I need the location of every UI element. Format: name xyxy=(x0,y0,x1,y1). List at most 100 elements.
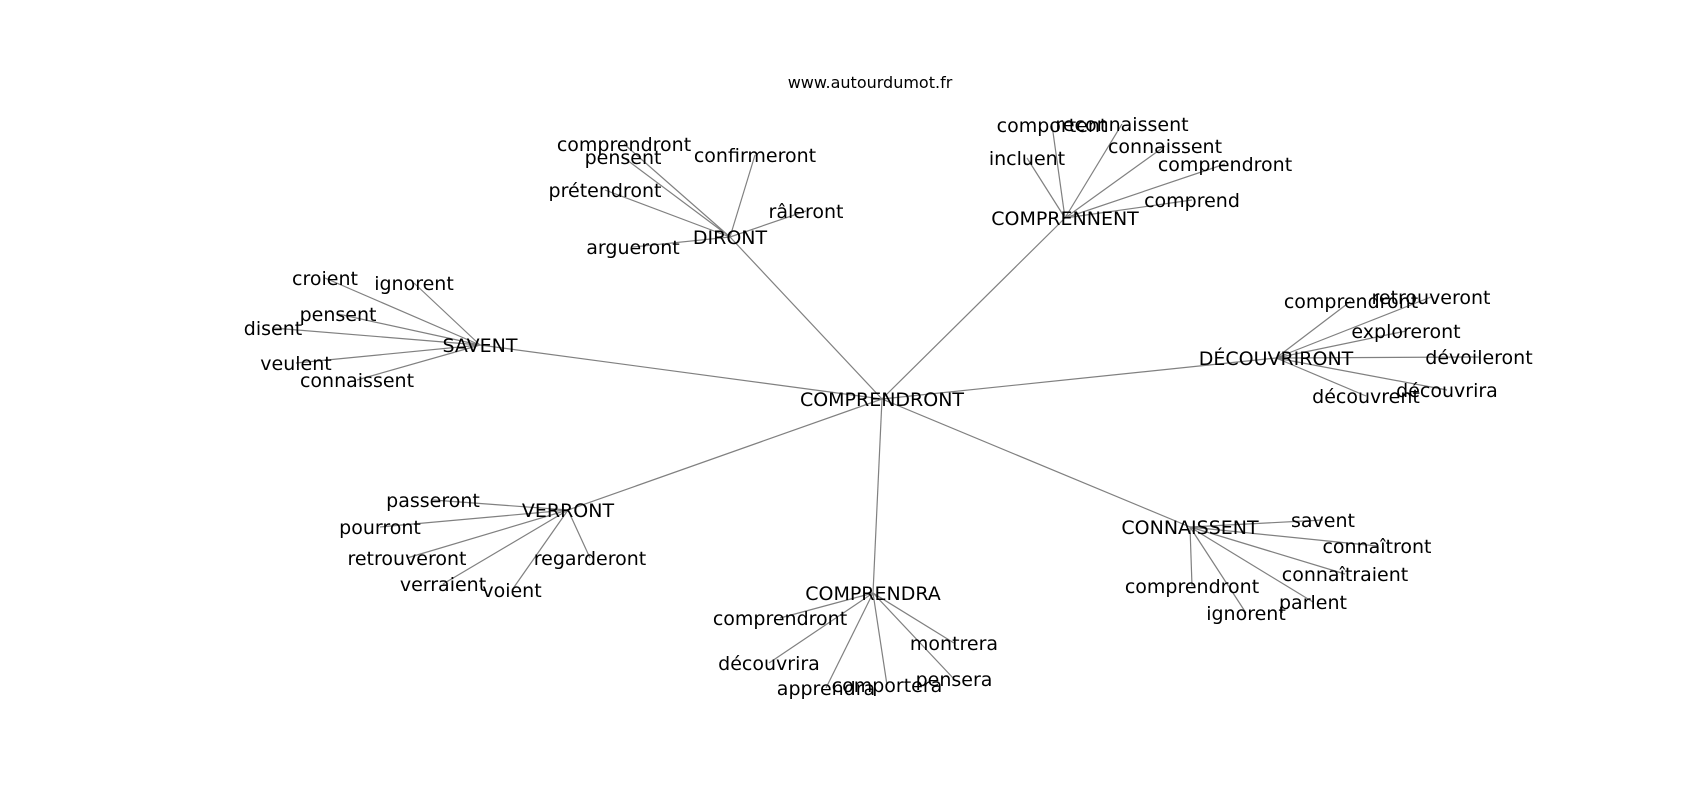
edge-hub-to-leaf xyxy=(413,282,481,346)
edge-center-to-hub xyxy=(872,398,883,594)
edge-hub-to-leaf xyxy=(1275,357,1448,391)
edges-layer xyxy=(272,123,1480,689)
edge-hub-to-leaf xyxy=(1189,526,1378,547)
leaf-node-label: pensent xyxy=(300,304,377,326)
edge-hub-to-leaf xyxy=(729,154,756,238)
edge-hub-to-leaf xyxy=(442,509,569,585)
edge-hub-to-leaf xyxy=(295,344,481,364)
edge-center-to-hub xyxy=(881,357,1277,400)
edge-hub-to-leaf xyxy=(1189,519,1324,528)
leaf-node-label: comprendront xyxy=(557,134,691,156)
leaf-node-label: confirmeront xyxy=(694,145,816,167)
leaf-node-label: comprendront xyxy=(1125,576,1259,598)
edge-center-to-hub xyxy=(729,236,883,400)
edge-hub-to-leaf xyxy=(604,189,731,238)
edge-hub-to-leaf xyxy=(432,499,569,511)
edge-hub-to-leaf xyxy=(1064,123,1123,219)
edge-hub-to-leaf xyxy=(872,592,955,680)
leaf-node-label: comprendront xyxy=(1284,291,1418,313)
leaf-node-label: montrera xyxy=(910,633,998,655)
edge-center-to-hub xyxy=(881,217,1066,400)
edge-hub-to-leaf xyxy=(379,509,569,528)
edge-hub-to-leaf xyxy=(1064,163,1226,219)
edge-hub-to-leaf xyxy=(1189,526,1193,587)
leaf-node-label: incluent xyxy=(989,148,1065,170)
edge-hub-to-leaf xyxy=(768,592,874,664)
edge-hub-to-leaf xyxy=(1275,296,1432,359)
leaf-node-label: exploreront xyxy=(1351,321,1460,343)
edge-hub-to-leaf xyxy=(729,210,807,238)
leaf-node-label: connaîtront xyxy=(1322,536,1431,558)
leaf-node-label: prétendront xyxy=(549,180,662,202)
edge-hub-to-leaf xyxy=(356,344,481,381)
edge-hub-to-leaf xyxy=(1026,157,1066,219)
leaf-node-label: reconnaissent xyxy=(1055,114,1188,136)
leaf-node-label: découvrent xyxy=(1312,386,1420,408)
leaf-node-label: argueront xyxy=(586,237,679,259)
edge-hub-to-leaf xyxy=(567,509,591,559)
edge-hub-to-leaf xyxy=(623,143,731,238)
leaf-node-label: voient xyxy=(482,580,541,602)
leaf-node-label: connaissent xyxy=(300,370,414,392)
leaf-node-label: retrouveront xyxy=(1371,287,1490,309)
edge-hub-to-leaf xyxy=(632,236,731,248)
hub-node-label: SAVENT xyxy=(442,335,517,357)
leaf-node-label: retrouveront xyxy=(347,548,466,570)
edge-hub-to-leaf xyxy=(324,277,481,346)
leaf-node-label: croient xyxy=(292,268,358,290)
leaf-node-label: veulent xyxy=(260,353,331,375)
leaf-node-label: comprendront xyxy=(713,608,847,630)
leaf-node-label: connaissent xyxy=(1108,136,1222,158)
leaf-node-label: apprendra xyxy=(777,678,875,700)
edge-center-to-hub xyxy=(567,398,883,511)
edge-hub-to-leaf xyxy=(779,592,874,619)
edge-hub-to-leaf xyxy=(622,156,731,238)
leaf-node-label: regarderont xyxy=(534,548,647,570)
leaf-node-label: verraient xyxy=(400,574,486,596)
leaf-node-label: ignorent xyxy=(1206,603,1286,625)
leaf-node-label: pensent xyxy=(585,147,662,169)
leaf-node-label: comportent xyxy=(997,115,1108,137)
edge-hub-to-leaf xyxy=(872,592,888,686)
edge-hub-to-leaf xyxy=(1064,145,1166,219)
leaf-node-label: ignorent xyxy=(374,273,454,295)
edge-center-to-hub xyxy=(479,344,883,400)
leaf-node-label: pourront xyxy=(339,517,421,539)
edge-hub-to-leaf xyxy=(1064,199,1193,219)
hub-node-label: COMPRENDRA xyxy=(805,583,941,605)
leaf-node-label: savent xyxy=(1291,510,1355,532)
edge-hub-to-leaf xyxy=(1275,330,1407,359)
edge-hub-to-leaf xyxy=(872,592,955,644)
edge-hub-to-leaf xyxy=(1275,356,1480,359)
edge-hub-to-leaf xyxy=(1275,357,1367,397)
hub-node-label: COMPRENNENT xyxy=(991,208,1139,230)
leaf-node-label: découvrira xyxy=(718,653,820,675)
leaf-node-label: parlent xyxy=(1279,592,1347,614)
hub-node-label: DÉCOUVRIRONT xyxy=(1199,347,1354,370)
edge-hub-to-leaf xyxy=(272,327,481,346)
leaf-node-label: connaîtraient xyxy=(1282,564,1408,586)
leaf-node-label: pensera xyxy=(916,669,993,691)
hub-node-label: CONNAISSENT xyxy=(1121,517,1259,539)
leaf-node-label: découvrira xyxy=(1396,380,1498,402)
edge-hub-to-leaf xyxy=(1275,300,1352,359)
leaf-node-label: comprend xyxy=(1144,190,1240,212)
leaf-node-label: passeront xyxy=(386,490,480,512)
site-caption: www.autourdumot.fr xyxy=(788,73,953,92)
edge-hub-to-leaf xyxy=(511,509,569,591)
edge-hub-to-leaf xyxy=(1189,526,1247,614)
leaf-node-label: disent xyxy=(244,318,302,340)
hub-node-label: VERRONT xyxy=(522,500,615,522)
leaf-node-label: dévoileront xyxy=(1425,347,1532,369)
edge-hub-to-leaf xyxy=(1189,526,1346,575)
leaf-node-label: comprendront xyxy=(1158,154,1292,176)
edge-hub-to-leaf xyxy=(1051,124,1066,219)
edge-center-to-hub xyxy=(881,398,1191,528)
hub-node-label: DIRONT xyxy=(693,227,768,249)
edge-hub-to-leaf xyxy=(337,313,481,346)
edge-hub-to-leaf xyxy=(1189,526,1314,603)
leaf-node-label: râleront xyxy=(769,201,844,223)
edge-hub-to-leaf xyxy=(406,509,569,559)
